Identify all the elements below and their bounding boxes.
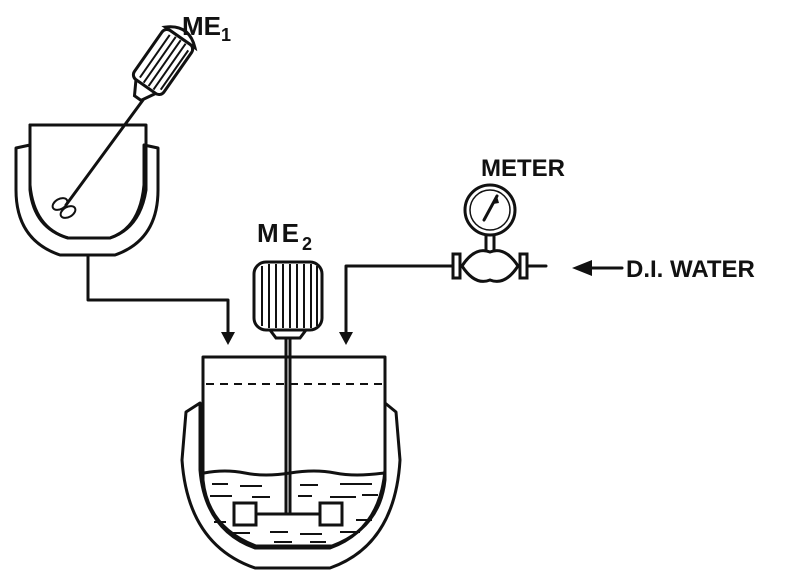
mixer-me1 bbox=[51, 25, 198, 219]
transfer-arrow bbox=[221, 332, 235, 345]
upper-vessel bbox=[14, 123, 160, 257]
liquid-surface bbox=[202, 469, 386, 477]
water-inlet-arrow bbox=[339, 332, 353, 345]
transfer-line bbox=[86, 253, 230, 340]
water-source-arrow-head bbox=[572, 260, 592, 276]
meter-label: METER bbox=[481, 155, 565, 182]
mixer1-label: ME1 bbox=[182, 11, 231, 45]
water-label: D.I. WATER bbox=[626, 256, 755, 283]
water-line bbox=[344, 264, 548, 340]
mixer-me2 bbox=[232, 260, 344, 527]
lower-tank bbox=[180, 355, 402, 570]
mixer2-label: ME2 bbox=[257, 218, 312, 254]
flow-meter bbox=[451, 183, 529, 283]
